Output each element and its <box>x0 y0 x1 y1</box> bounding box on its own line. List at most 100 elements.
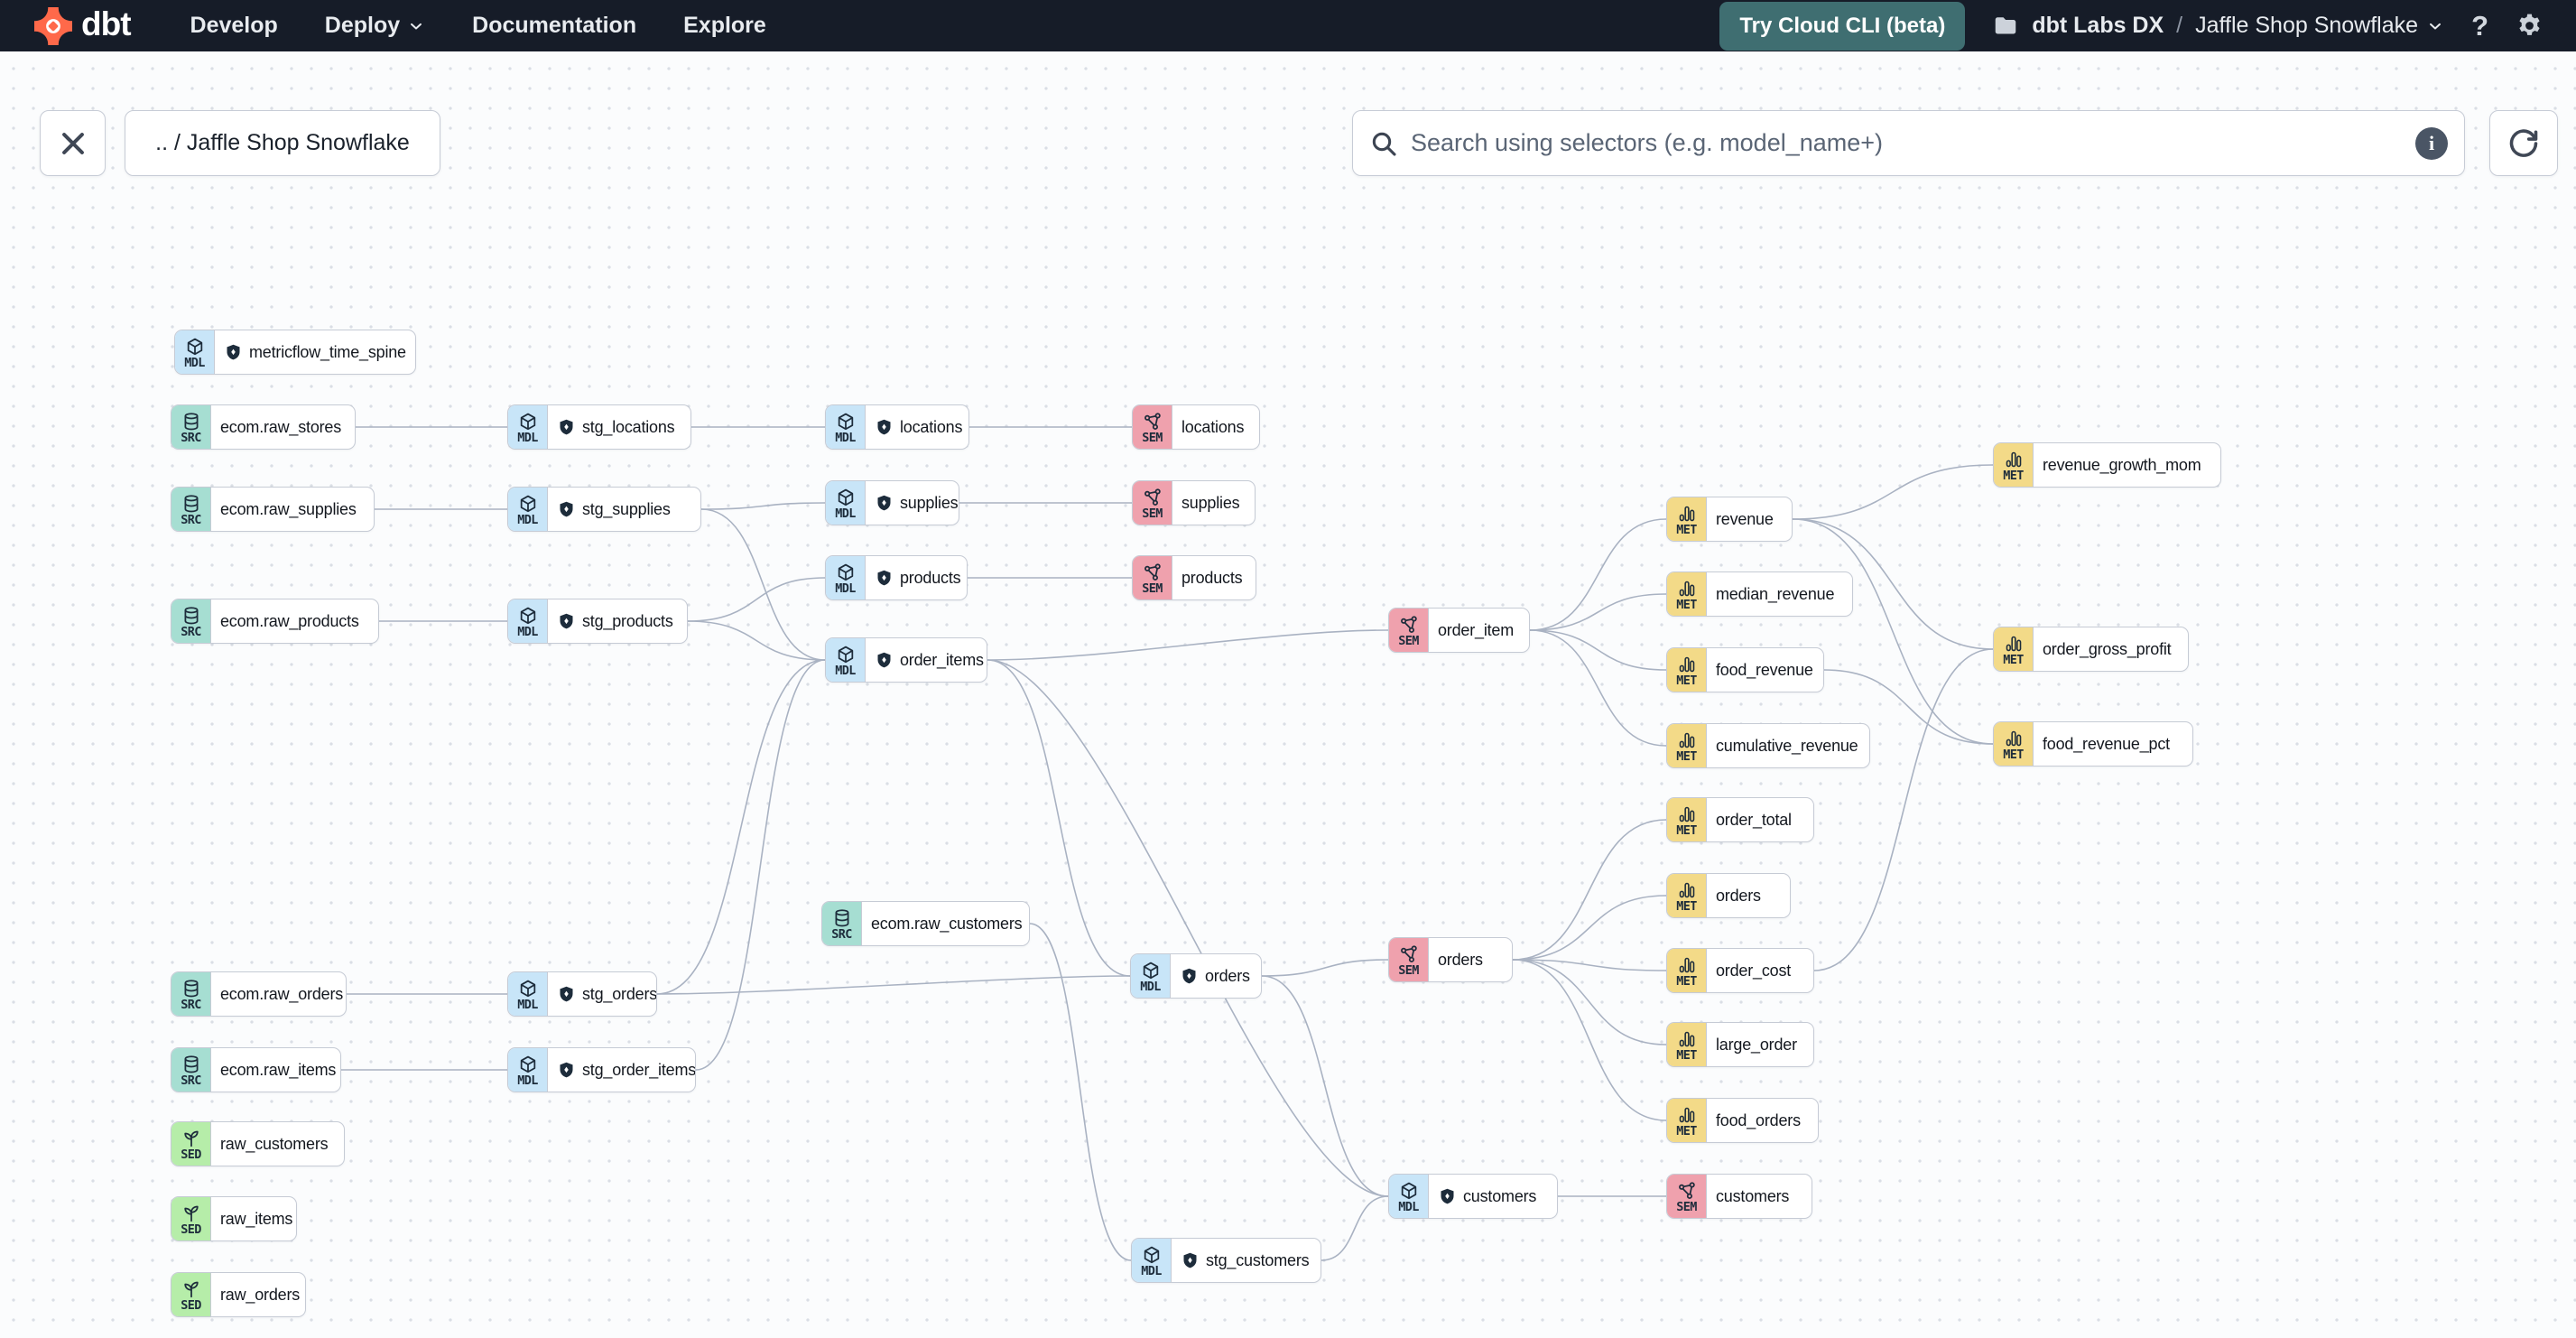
node-type-label: SEM <box>1142 581 1163 597</box>
node-type-label: MET <box>1676 598 1697 613</box>
cube-icon <box>518 1055 538 1074</box>
lineage-breadcrumb-label: .. / Jaffle Shop Snowflake <box>155 130 410 155</box>
node-label: food_revenue_pct <box>2043 734 2170 753</box>
node-type-badge: MDL <box>1132 1239 1172 1282</box>
node-label: stg_supplies <box>548 488 680 531</box>
node-label: metricflow_time_spine <box>215 330 415 374</box>
node-type-label: SRC <box>181 431 201 446</box>
help-icon[interactable]: ? <box>2471 9 2488 42</box>
node-type-badge: SRC <box>822 902 862 945</box>
edge-sem_order_item-to-met_revenue <box>1529 518 1667 631</box>
selector-search-input[interactable] <box>1411 129 2415 157</box>
database-icon <box>181 1055 201 1074</box>
node-sem_locations[interactable]: SEM locations <box>1132 404 1260 450</box>
node-type-badge: SED <box>171 1273 211 1316</box>
nav-deploy[interactable]: Deploy <box>325 13 425 39</box>
cube-icon <box>518 412 538 432</box>
node-type-label: MET <box>1676 899 1697 915</box>
cube-icon <box>836 562 856 582</box>
info-icon[interactable]: i <box>2415 126 2448 160</box>
dbt-logo[interactable]: dbt <box>34 5 132 45</box>
shield-icon <box>875 494 894 513</box>
node-type-label: MET <box>2003 653 2024 668</box>
node-type-label: SRC <box>181 513 201 528</box>
node-label: order_gross_profit <box>2043 639 2172 658</box>
node-met_order_gross_profit[interactable]: MET order_gross_profit <box>1993 627 2189 672</box>
node-type-label: MET <box>2003 748 2024 763</box>
node-type-badge: MDL <box>1389 1175 1429 1218</box>
project-selector[interactable]: Jaffle Shop Snowflake <box>2195 13 2444 39</box>
node-type-label: SEM <box>1142 431 1163 446</box>
lineage-breadcrumb[interactable]: .. / Jaffle Shop Snowflake <box>125 110 440 176</box>
database-icon <box>181 412 201 432</box>
node-label: ecom.raw_customers <box>871 914 1023 933</box>
account-name[interactable]: dbt Labs DX <box>2032 13 2164 38</box>
dbt-logo-icon <box>34 6 72 45</box>
node-type-label: MDL <box>517 1073 538 1089</box>
node-label: ecom.raw_items <box>220 1060 337 1079</box>
node-met_food_orders[interactable]: MET food_orders <box>1666 1098 1819 1143</box>
cube-icon <box>518 979 538 999</box>
gear-icon[interactable] <box>2516 12 2544 40</box>
cube-icon <box>518 494 538 514</box>
node-type-badge: MET <box>1667 1099 1707 1142</box>
semantic-graph-icon <box>1143 562 1163 582</box>
node-type-badge: MDL <box>826 556 866 599</box>
node-type-badge: MDL <box>508 599 548 643</box>
shield-icon <box>557 985 576 1004</box>
node-type-label: MET <box>1676 1124 1697 1139</box>
node-sed_raw_items[interactable]: SED raw_items <box>171 1196 297 1241</box>
refresh-lineage-button[interactable] <box>2489 110 2558 176</box>
nav-explore[interactable]: Explore <box>683 13 766 38</box>
node-met_food_revenue_pct[interactable]: MET food_revenue_pct <box>1993 721 2193 767</box>
node-src_raw_customers[interactable]: SRC ecom.raw_customers <box>821 901 1030 946</box>
node-label: locations <box>1181 417 1245 436</box>
close-lineage-button[interactable] <box>40 110 106 176</box>
node-type-badge: SED <box>171 1197 211 1240</box>
try-cloud-cli-button[interactable]: Try Cloud CLI (beta) <box>1719 1 1966 51</box>
node-label: food_orders <box>1716 1110 1801 1129</box>
close-icon <box>61 132 84 154</box>
node-type-label: MET <box>2003 469 2024 484</box>
nav-documentation[interactable]: Documentation <box>472 13 637 38</box>
metric-bars-icon <box>1677 880 1697 900</box>
node-type-badge: MDL <box>508 488 548 531</box>
nav-develop[interactable]: Develop <box>190 13 278 38</box>
node-label: raw_items <box>220 1209 293 1228</box>
